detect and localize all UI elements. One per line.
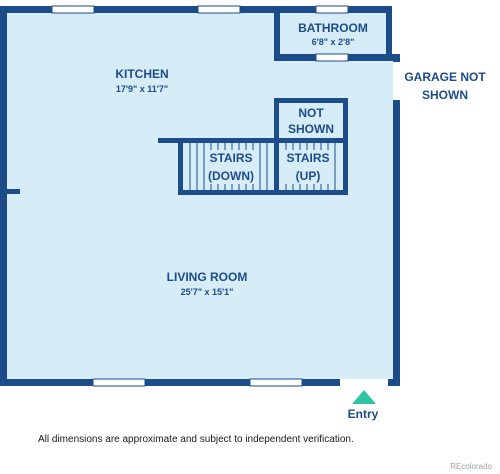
windows xyxy=(51,5,400,387)
stairs-up-label-bg xyxy=(284,150,332,184)
garage-label-line1: GARAGE NOT xyxy=(404,70,486,84)
watermark-text: REcolorado xyxy=(450,462,492,471)
garage-label-line2: SHOWN xyxy=(422,88,468,102)
stairs-up-label-line1: STAIRS xyxy=(286,151,329,165)
stairs-down-label-line1: STAIRS xyxy=(209,151,252,165)
entry-label: Entry xyxy=(348,407,379,421)
living-room-label: LIVING ROOM xyxy=(167,270,248,284)
not-shown-label-line2: SHOWN xyxy=(288,122,334,136)
living-room-dims: 25'7" x 15'1" xyxy=(181,287,234,297)
kitchen-dims: 17'9" x 11'7" xyxy=(116,84,168,94)
stairs-up-label-line2: (UP) xyxy=(296,169,321,183)
floor-area xyxy=(5,12,395,380)
stairs-down-label-bg xyxy=(205,150,257,184)
stairs-down-label-line2: (DOWN) xyxy=(208,169,254,183)
disclaimer-text: All dimensions are approximate and subje… xyxy=(38,434,354,445)
bathroom-label: BATHROOM xyxy=(298,21,368,35)
bathroom-dims: 6'8" x 2'8" xyxy=(312,37,355,47)
entry-arrow-icon xyxy=(352,390,376,404)
not-shown-label-line1: NOT xyxy=(298,106,324,120)
kitchen-label: KITCHEN xyxy=(115,67,168,81)
bathroom-floor xyxy=(276,12,386,57)
